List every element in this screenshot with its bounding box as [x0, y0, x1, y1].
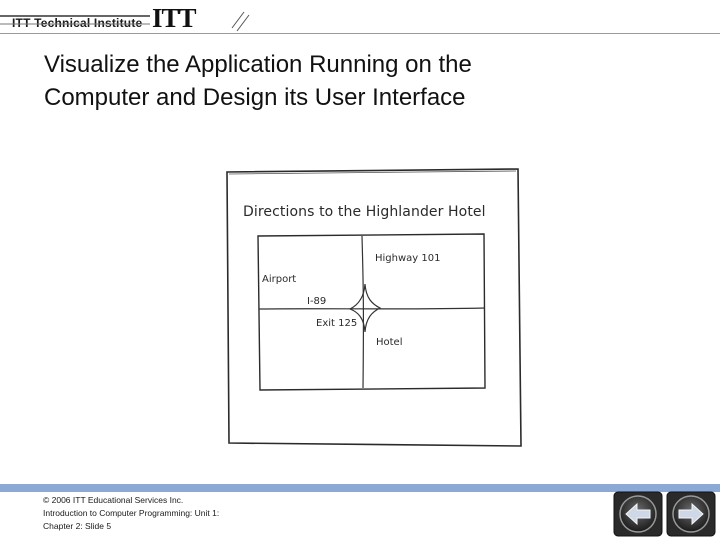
left-arrow-icon — [613, 491, 663, 537]
label-interstate: I-89 — [307, 296, 327, 307]
slide-title-line-1: Visualize the Application Running on the — [44, 51, 472, 78]
interchange — [348, 283, 382, 333]
label-highway: Highway 101 — [375, 253, 441, 264]
slide-title: Visualize the Application Running on the… — [44, 48, 664, 114]
header-decoration-lines — [0, 11, 250, 32]
footer-slide-number: Chapter 2: Slide 5 — [43, 521, 112, 531]
footer-text: © 2006 ITT Educational Services Inc. Int… — [43, 494, 219, 533]
footer-course: Introduction to Computer Programming: Un… — [43, 508, 220, 518]
interstate-road — [258, 307, 486, 310]
brand-text: ITT Technical Institute — [12, 16, 143, 30]
label-exit: Exit 125 — [316, 318, 358, 329]
slide-header: ITT Technical Institute ITT — [0, 0, 720, 40]
map-frame — [257, 233, 486, 391]
sketch-title: Directions to the Highlander Hotel — [243, 204, 486, 220]
ui-sketch — [226, 168, 522, 447]
back-button[interactable] — [613, 491, 663, 537]
footer-bar — [0, 484, 720, 492]
slide-title-line-2: Computer and Design its User Interface — [44, 84, 466, 111]
right-arrow-icon — [666, 491, 716, 537]
footer-copyright: © 2006 ITT Educational Services Inc. — [43, 495, 184, 505]
label-hotel: Hotel — [376, 337, 403, 348]
forward-button[interactable] — [666, 491, 716, 537]
header-rule — [0, 33, 720, 34]
brand-logo: ITT — [152, 3, 197, 33]
label-airport: Airport — [262, 274, 297, 285]
